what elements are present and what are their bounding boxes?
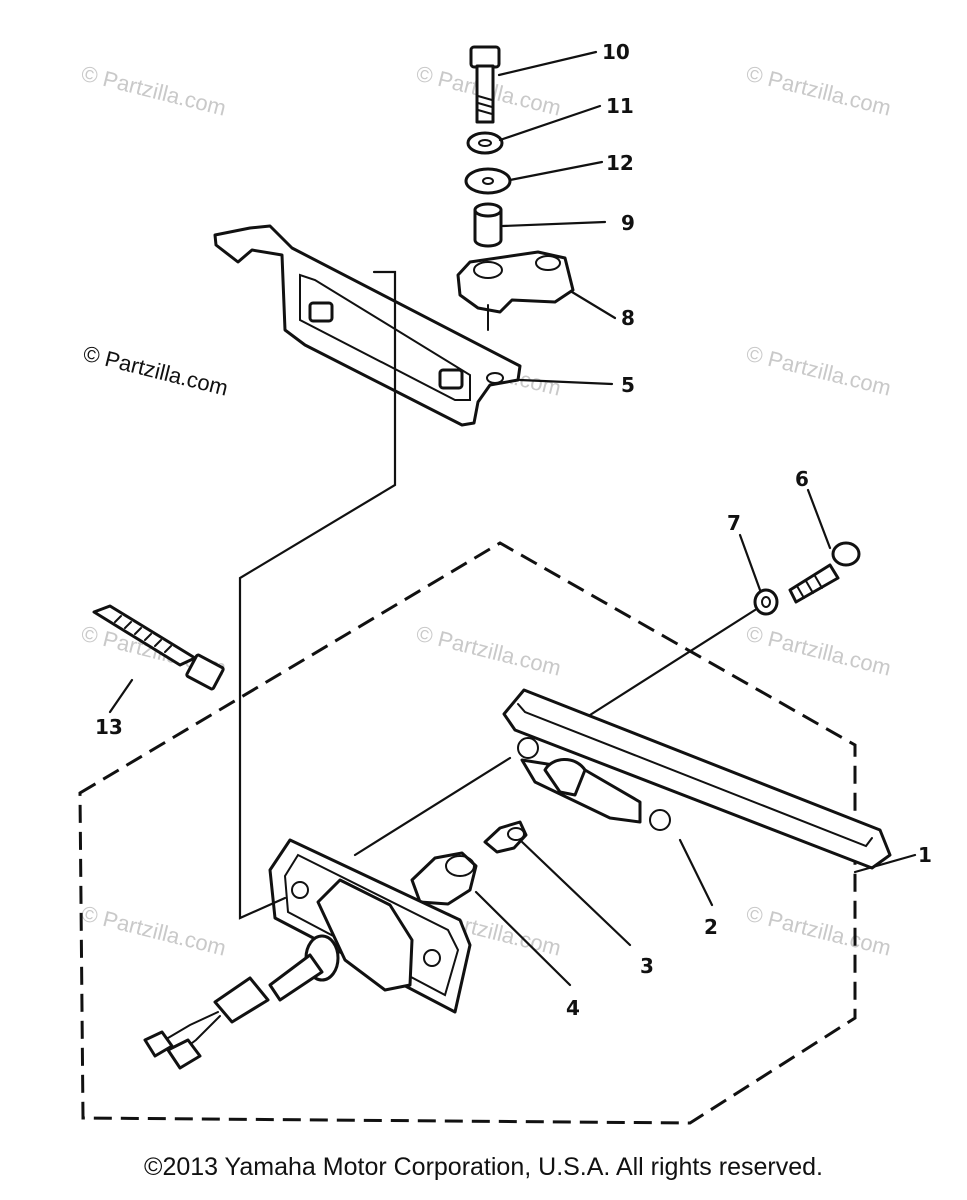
leader-lines xyxy=(108,50,917,987)
callout-7: 7 xyxy=(727,511,741,535)
lock-washer-11 xyxy=(466,131,504,155)
callout-5: 5 xyxy=(621,373,635,397)
callout-3: 3 xyxy=(640,954,654,978)
bulb-3 xyxy=(483,820,528,854)
lens-2 xyxy=(502,688,892,870)
callouts: 10 11 12 9 8 5 6 7 13 1 2 3 4 xyxy=(95,40,932,1020)
watermark: © Partzilla.com xyxy=(79,901,229,961)
copyright-notice: ©2013 Yamaha Motor Corporation, U.S.A. A… xyxy=(144,1153,823,1181)
nut-7 xyxy=(753,588,779,616)
callout-2: 2 xyxy=(704,915,718,939)
cable-tie-13 xyxy=(92,604,225,691)
watermark: © Partzilla.com xyxy=(414,621,564,681)
bracket-arm-8 xyxy=(456,250,575,331)
callout-4: 4 xyxy=(566,996,580,1020)
callout-6: 6 xyxy=(795,467,809,491)
watermark: © Partzilla.com xyxy=(744,901,894,961)
socket-4 xyxy=(410,851,478,906)
bolt-10 xyxy=(469,45,501,124)
watermark: © Partzilla.com xyxy=(744,621,894,681)
watermark: © Partzilla.com xyxy=(744,61,894,121)
callout-8: 8 xyxy=(621,306,635,330)
callout-1: 1 xyxy=(918,843,932,867)
callout-10: 10 xyxy=(602,40,630,64)
mounting-plate-5 xyxy=(213,224,522,427)
collar-9 xyxy=(473,202,503,248)
callout-12: 12 xyxy=(606,151,634,175)
assembly-boundary xyxy=(78,541,857,1125)
watermark: © Partzilla.com xyxy=(744,341,894,401)
washer-12 xyxy=(464,167,512,195)
callout-13: 13 xyxy=(95,715,123,739)
callout-11: 11 xyxy=(606,94,634,118)
screw-6 xyxy=(788,541,861,604)
callout-9: 9 xyxy=(621,211,635,235)
watermark-prominent: © Partzilla.com xyxy=(81,341,231,401)
watermark: © Partzilla.com xyxy=(79,61,229,121)
housing-1 xyxy=(143,838,472,1070)
